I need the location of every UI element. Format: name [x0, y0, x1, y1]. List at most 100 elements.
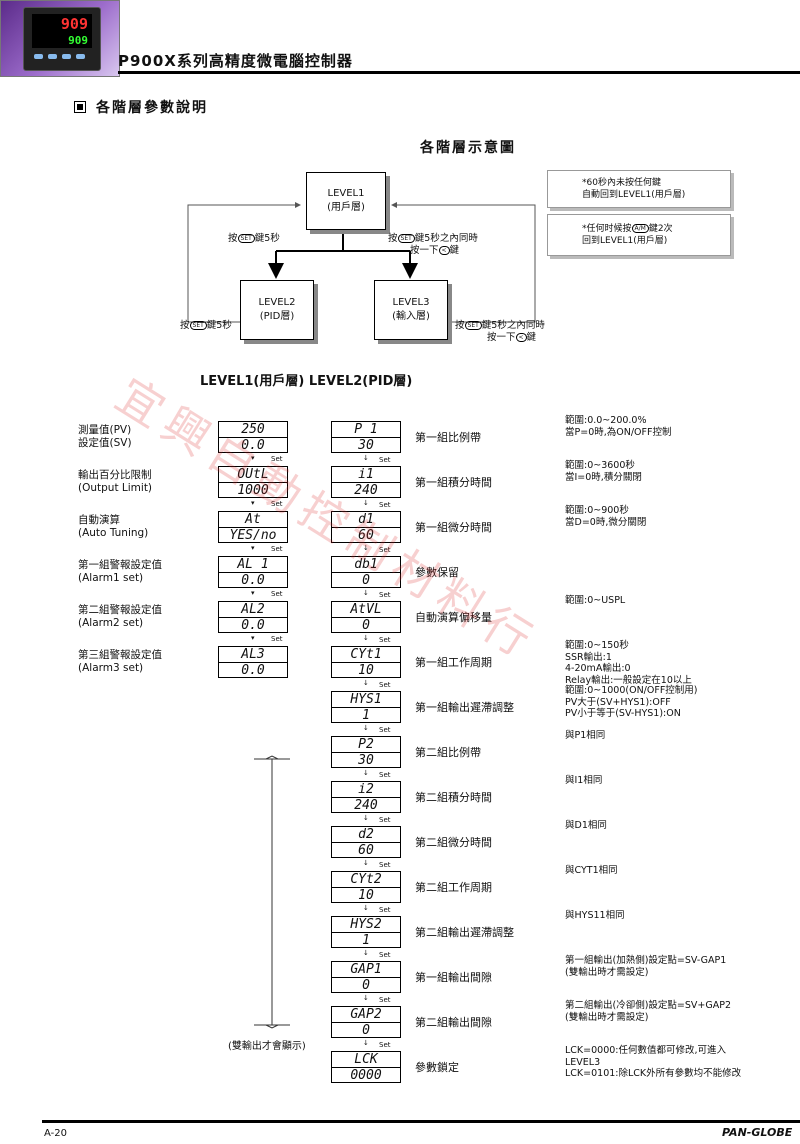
display-bottom-value: 1: [362, 708, 370, 723]
set-label: Set: [271, 455, 283, 463]
page-title: P900X系列高精度微電腦控制器: [118, 52, 353, 70]
am-key-icon: A/M: [631, 224, 649, 233]
set-label: Set: [379, 951, 391, 959]
param-note-line: Relay輸出:一般設定在10以上: [565, 674, 692, 686]
param-label-line: (Output Limit): [78, 482, 153, 494]
level1-desc: (用戶層): [327, 202, 365, 213]
diagram-title: 各階層示意圖: [420, 140, 516, 156]
brand-logo: PAN-GLOBE: [722, 1126, 793, 1139]
param-note-line: 與D1相同: [565, 820, 607, 831]
param-note-line: 與CYT1相同: [565, 865, 618, 876]
header-divider: [118, 71, 800, 74]
level2-param-name: 參數保留: [415, 566, 459, 579]
level2-param-name: 第一組工作周期: [415, 656, 492, 669]
controller-device-image: 909 909: [23, 7, 101, 71]
down-arrow-icon: ▾: [251, 589, 255, 597]
display-top-value: d2: [332, 827, 400, 843]
display-bottom-value: 240: [354, 798, 378, 813]
down-arrow-icon: ↓: [363, 859, 369, 867]
set-label: Set: [379, 456, 391, 464]
device-sv-readout: 909: [32, 34, 92, 48]
level2-param-name: 第二組工作周期: [415, 881, 492, 894]
watermark-text: 宜興自動控制材料行: [106, 367, 548, 671]
display-top-value: P2: [332, 737, 400, 753]
level3-box: LEVEL3 (輸入層): [374, 280, 448, 340]
level2-desc: (PID層): [259, 311, 295, 322]
level1-box: LEVEL1 (用戶層): [306, 172, 386, 230]
param-note-line: 範圍:0.0~200.0%: [565, 415, 647, 426]
footer-divider: [42, 1120, 800, 1123]
set-label: Set: [379, 501, 391, 509]
display-bottom-value: 0.0: [241, 438, 265, 453]
set-label: Set: [379, 906, 391, 914]
param-label-line: 第三組警報設定值: [78, 649, 162, 661]
display-top-value: db1: [332, 557, 400, 573]
display-top-value: d1: [332, 512, 400, 528]
level2-param-name: 第二組輸出遲滯調整: [415, 926, 514, 939]
set-label: Set: [271, 590, 283, 598]
display-bottom-value: 10: [358, 663, 374, 678]
display-bottom-value: 0.0: [241, 573, 265, 588]
param-note-line: (雙輸出時才需設定): [565, 1011, 649, 1023]
device-button-icon: [48, 54, 57, 59]
level2-param-notes: 與HYS11相同: [565, 910, 625, 922]
level2-param-name: 第一組比例帶: [415, 431, 481, 444]
level1-param-label: 第二組警報設定值(Alarm2 set): [78, 604, 162, 630]
level2-param-name: 第一組積分時間: [415, 476, 492, 489]
set-label: Set: [379, 636, 391, 644]
display-top-value: GAP2: [332, 1007, 400, 1023]
param-note-line: LEVEL3: [565, 1056, 601, 1068]
down-arrow-icon: ↓: [363, 589, 369, 597]
down-arrow-icon: ↓: [363, 904, 369, 912]
level2-param-name: 第一組輸出遲滯調整: [415, 701, 514, 714]
display-top-value: 250: [219, 422, 287, 438]
set-key-icon: SET: [237, 234, 255, 243]
down-arrow-icon: ↓: [363, 769, 369, 777]
level2-param-name: 第二組微分時間: [415, 836, 492, 849]
param-label-line: 輸出百分比限制: [78, 469, 152, 481]
level3-name: LEVEL3: [392, 297, 430, 308]
level1-name: LEVEL1: [327, 188, 365, 199]
level2-param-name: 第二組積分時間: [415, 791, 492, 804]
device-pv-readout: 909: [32, 14, 92, 34]
display-top-value: AtVL: [332, 602, 400, 618]
level2-param-notes: 與I1相同: [565, 775, 602, 787]
display-bottom-value: YES/no: [229, 528, 277, 543]
set-label: Set: [379, 681, 391, 689]
down-arrow-icon: ▾: [251, 499, 255, 507]
device-button-icon: [62, 54, 71, 59]
level2-param-notes: 範圍:0~USPL: [565, 595, 625, 607]
set-label: Set: [379, 546, 391, 554]
section-bullet-icon: [74, 101, 86, 113]
param-label-line: 測量值(PV): [78, 424, 132, 436]
param-note-line: 與HYS11相同: [565, 910, 625, 921]
level1-param-label: 輸出百分比限制(Output Limit): [78, 469, 152, 495]
level2-param-notes: 範圍:0.0~200.0%當P=0時,為ON/OFF控制: [565, 415, 671, 438]
set-label: Set: [379, 861, 391, 869]
set-label: Set: [271, 500, 283, 508]
display-bottom-value: 60: [358, 843, 374, 858]
level2-param-notes: 與CYT1相同: [565, 865, 618, 877]
level2-param-notes: 第二組輸出(冷卻側)設定點=SV+GAP2(雙輸出時才需設定): [565, 1000, 731, 1023]
display-bottom-value: 30: [358, 753, 374, 768]
display-top-value: i1: [332, 467, 400, 483]
param-label-line: 第一組警報設定值: [78, 559, 162, 571]
section-title: 各階層參數說明: [96, 100, 208, 116]
param-note-line: 與I1相同: [565, 775, 603, 786]
down-arrow-icon: ↓: [363, 679, 369, 687]
shift-key-icon: <: [438, 246, 450, 255]
param-note-line: 範圍:0~150秒: [565, 640, 629, 651]
